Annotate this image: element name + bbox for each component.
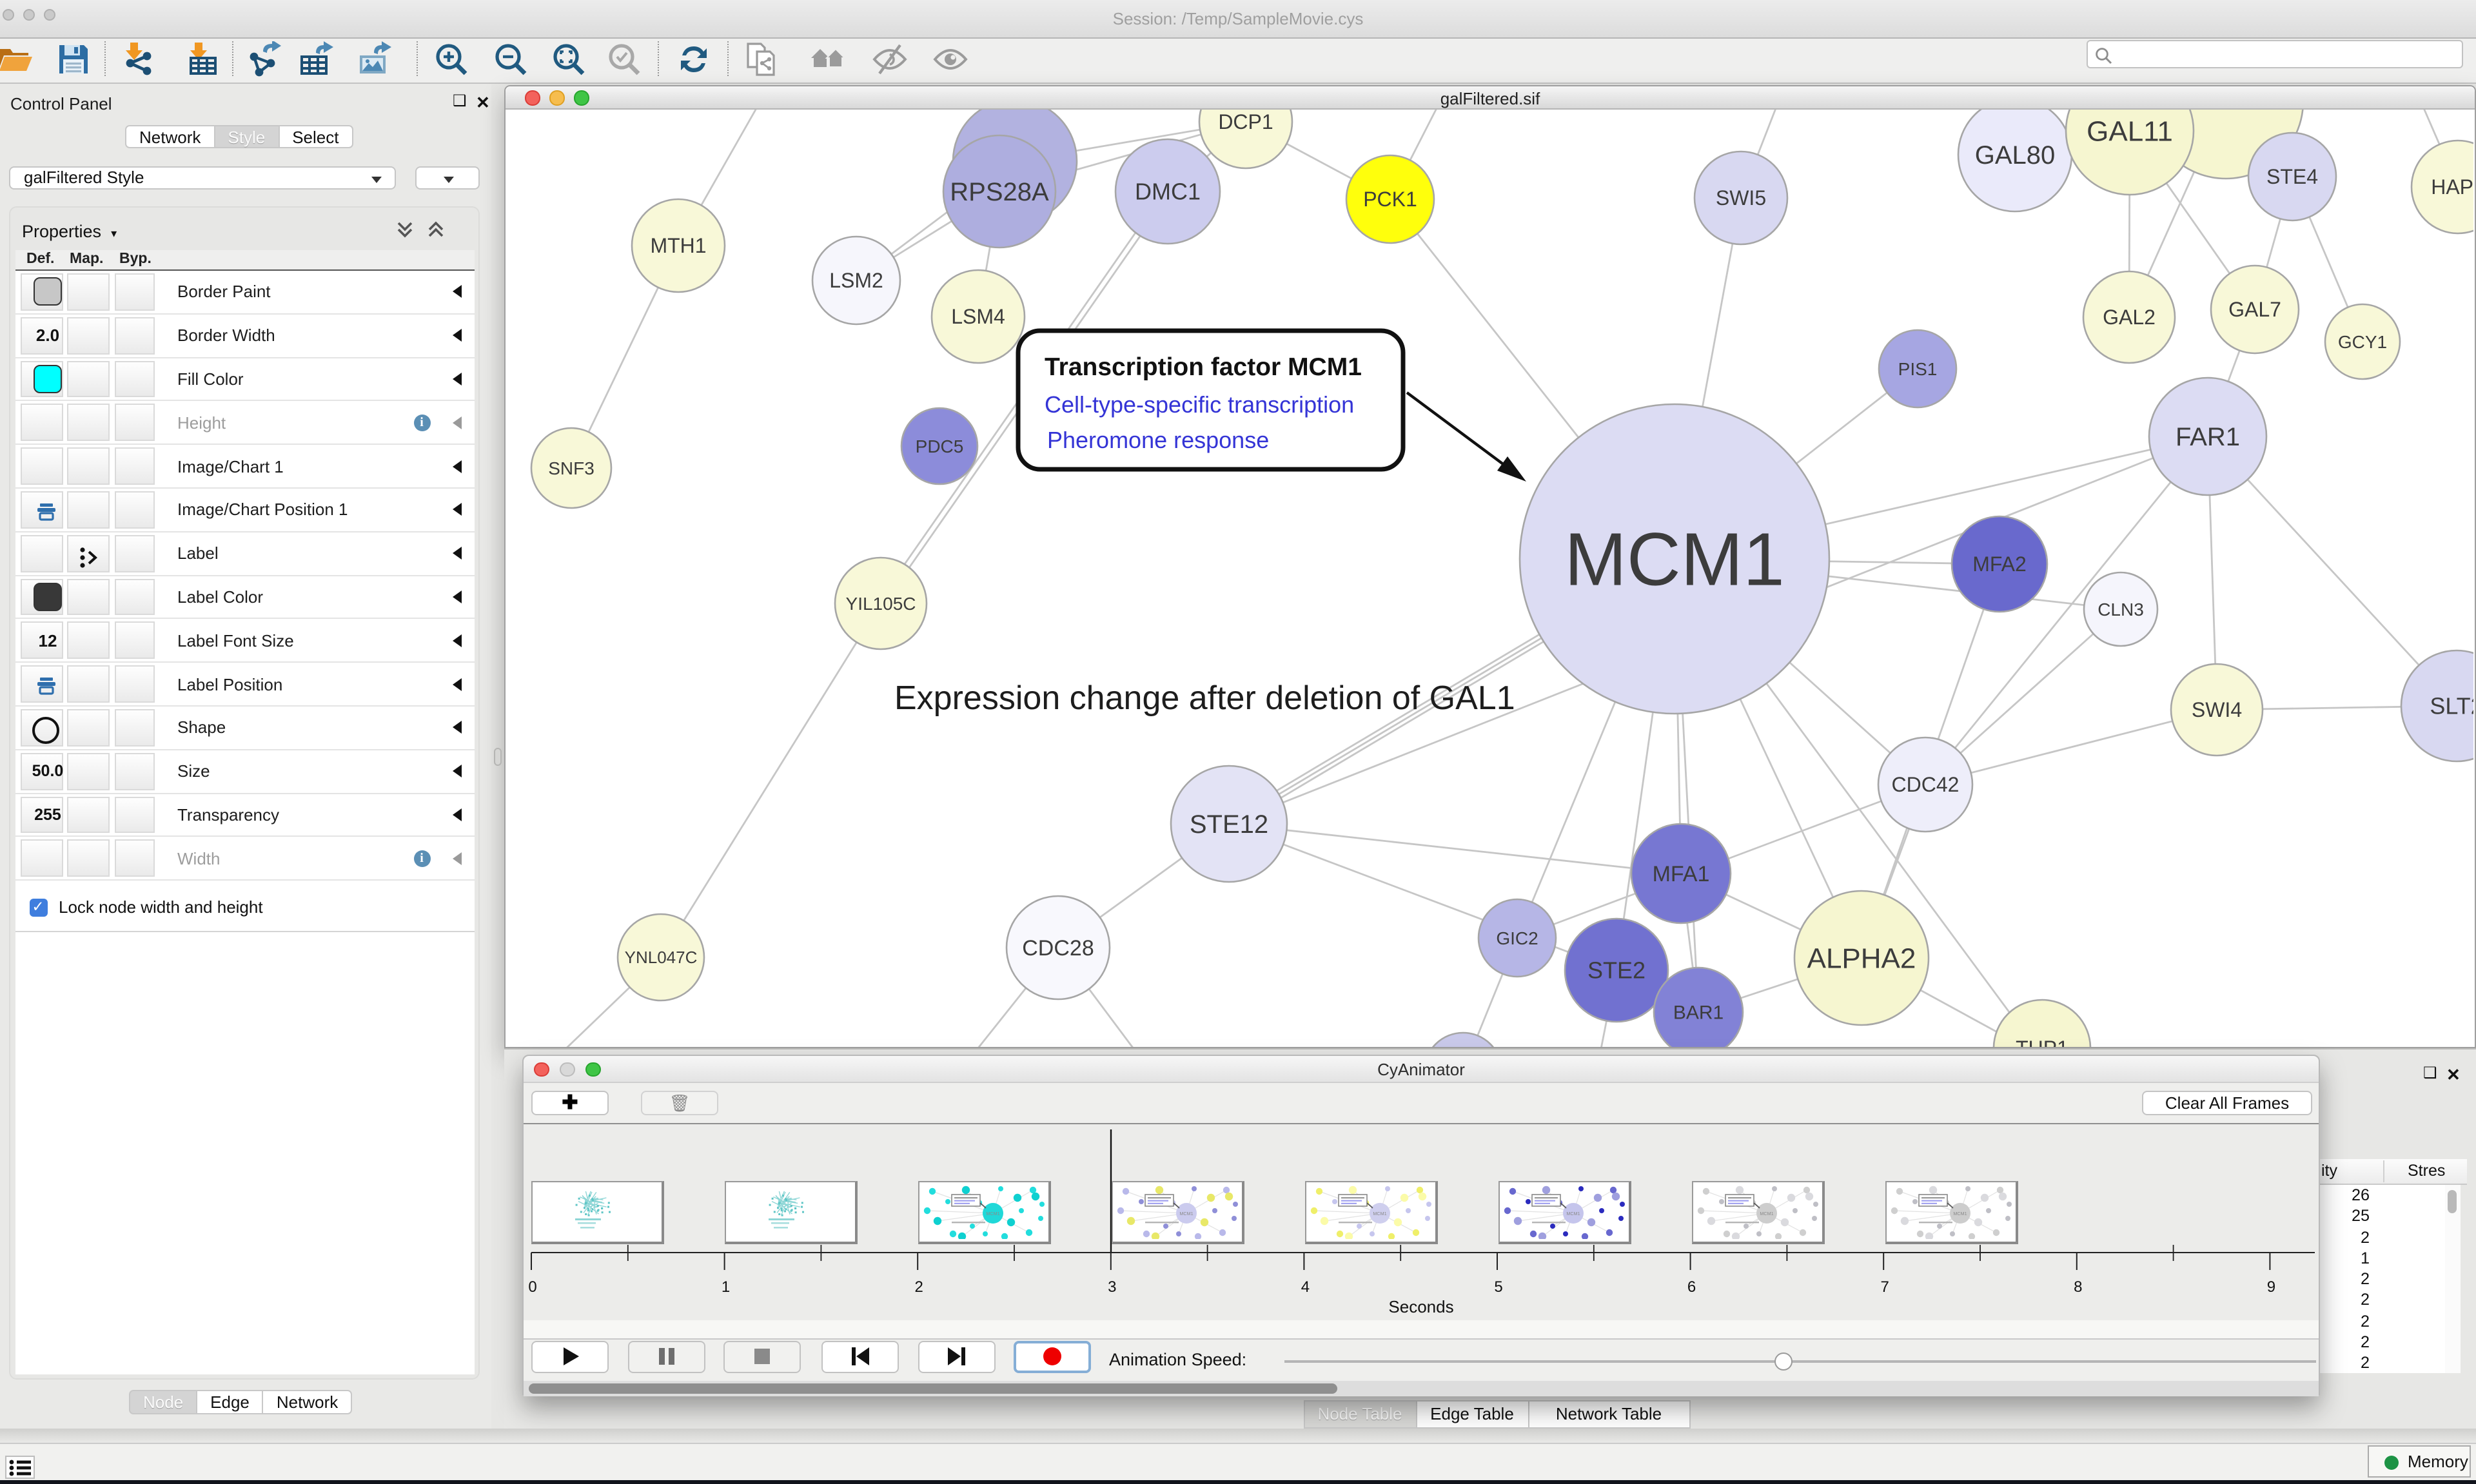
svg-text:DMC1: DMC1 xyxy=(1135,179,1201,205)
svg-text:PIS1: PIS1 xyxy=(1898,359,1938,379)
svg-text:MCM1: MCM1 xyxy=(1179,1210,1193,1216)
svg-text:4: 4 xyxy=(1301,1278,1310,1296)
svg-text:GCY1: GCY1 xyxy=(2338,332,2387,352)
svg-text:FAR1: FAR1 xyxy=(2176,423,2240,451)
svg-text:SWI5: SWI5 xyxy=(1716,186,1766,210)
svg-text:RPS28A: RPS28A xyxy=(950,178,1049,206)
svg-text:SLT2: SLT2 xyxy=(2430,693,2473,719)
svg-text:GAL7: GAL7 xyxy=(2228,298,2281,321)
svg-text:SWI4: SWI4 xyxy=(2192,698,2242,721)
svg-text:GAL80: GAL80 xyxy=(1975,141,2056,170)
svg-text:STE4: STE4 xyxy=(2266,165,2318,188)
svg-text:MFA1: MFA1 xyxy=(1653,862,1710,886)
svg-text:LSM2: LSM2 xyxy=(829,269,883,292)
svg-text:STE12: STE12 xyxy=(1190,810,1268,839)
svg-text:MCM1: MCM1 xyxy=(1953,1210,1967,1216)
svg-text:MCM1: MCM1 xyxy=(1760,1210,1773,1216)
svg-text:MTH1: MTH1 xyxy=(650,234,706,257)
svg-text:Expression change after deleti: Expression change after deletion of GAL1 xyxy=(894,679,1515,717)
svg-text:STE2: STE2 xyxy=(1587,957,1646,984)
svg-text:CDC28: CDC28 xyxy=(1022,936,1094,961)
svg-text:9: 9 xyxy=(2267,1278,2275,1296)
svg-text:PCK1: PCK1 xyxy=(1363,188,1417,211)
svg-text:BAR1: BAR1 xyxy=(1673,1002,1724,1024)
svg-text:3: 3 xyxy=(1108,1278,1116,1296)
svg-text:2: 2 xyxy=(915,1278,923,1296)
svg-text:GAL2: GAL2 xyxy=(2103,306,2156,329)
svg-text:TUP1: TUP1 xyxy=(2016,1037,2068,1047)
svg-text:6: 6 xyxy=(1687,1278,1696,1296)
svg-text:MCM1: MCM1 xyxy=(1564,518,1785,601)
svg-text:LSM4: LSM4 xyxy=(951,305,1005,328)
svg-text:0: 0 xyxy=(528,1278,536,1296)
svg-text:Seconds: Seconds xyxy=(1388,1297,1453,1316)
svg-text:GAL11: GAL11 xyxy=(2087,115,2173,147)
svg-text:HAP2: HAP2 xyxy=(2431,175,2473,199)
svg-text:SNF3: SNF3 xyxy=(548,458,594,478)
svg-text:DCP1: DCP1 xyxy=(1218,110,1273,133)
svg-text:5: 5 xyxy=(1494,1278,1502,1296)
svg-text:ALPHA2: ALPHA2 xyxy=(1807,942,1916,974)
svg-text:MFA2: MFA2 xyxy=(1972,552,2027,576)
svg-text:CLN3: CLN3 xyxy=(2098,600,2144,620)
svg-text:MCM1: MCM1 xyxy=(986,1210,999,1216)
svg-text:Cell-type-specific transcripti: Cell-type-specific transcription xyxy=(1045,391,1354,418)
svg-text:GIC2: GIC2 xyxy=(1496,928,1538,948)
svg-text:7: 7 xyxy=(1881,1278,1889,1296)
svg-text:1: 1 xyxy=(722,1278,730,1296)
svg-text:PDC5: PDC5 xyxy=(916,436,964,456)
svg-text:8: 8 xyxy=(2074,1278,2082,1296)
svg-text:YNL047C: YNL047C xyxy=(625,948,698,967)
svg-text:YIL105C: YIL105C xyxy=(846,594,916,614)
svg-text:Transcription factor MCM1: Transcription factor MCM1 xyxy=(1045,353,1362,381)
svg-text:MCM1: MCM1 xyxy=(1566,1210,1580,1216)
svg-text:MCM1: MCM1 xyxy=(1373,1210,1386,1216)
svg-text:Pheromone response: Pheromone response xyxy=(1047,427,1269,453)
svg-text:CDC42: CDC42 xyxy=(1892,773,1960,796)
